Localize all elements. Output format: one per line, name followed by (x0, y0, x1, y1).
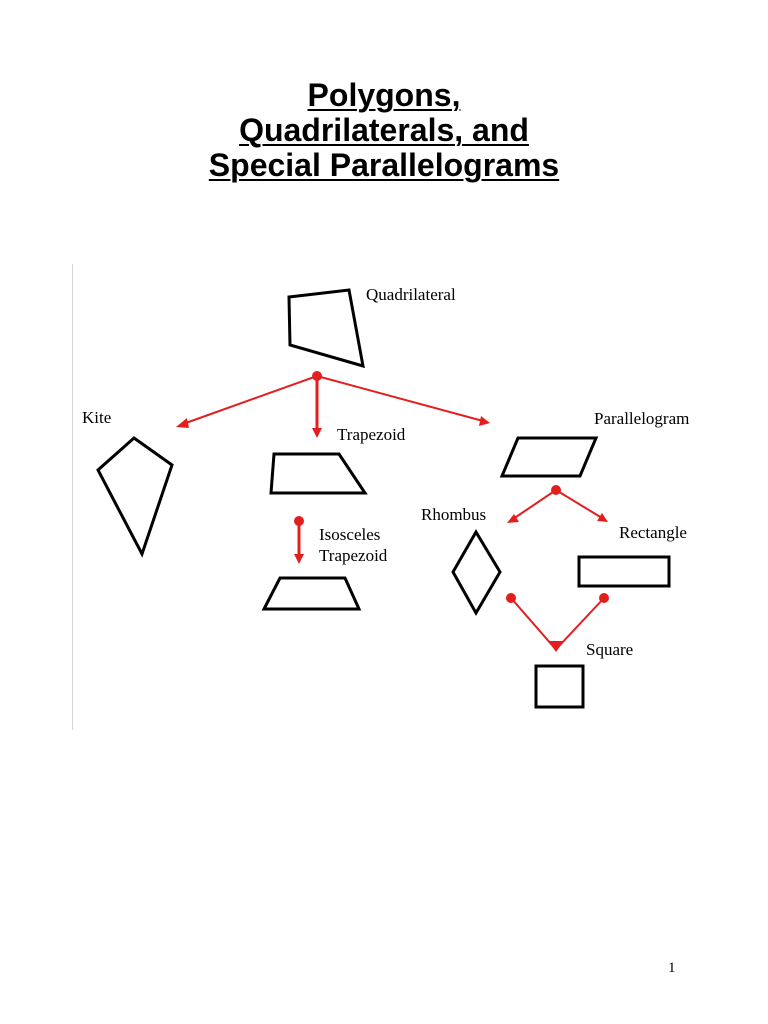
parallelogram-branch-arrows (507, 485, 608, 523)
square-shape (534, 664, 585, 709)
arrow-head-parallelogram (479, 416, 490, 426)
quadrilateral-branch-arrows (176, 371, 490, 438)
label-quadrilateral: Quadrilateral (366, 285, 456, 304)
left-divider-line (72, 264, 73, 730)
rectangle-shape (577, 555, 671, 588)
isosceles-trapezoid-shape (261, 576, 362, 611)
label-trapezoid: Trapezoid (337, 425, 406, 444)
square-merge-arrows (506, 593, 609, 652)
page-number: 1 (668, 960, 676, 976)
arrow-to-parallelogram (316, 375, 484, 422)
trapezoid-shape (269, 452, 368, 495)
arrow-head-kite (176, 418, 189, 428)
label-square: Square (586, 640, 633, 659)
rhombus-shape (451, 529, 502, 617)
trapezoid-to-isosceles-arrow (294, 516, 304, 564)
arrow-head-trapezoid (312, 428, 322, 438)
quadrilateral-shape (287, 288, 365, 369)
parallelogram-shape (499, 436, 599, 478)
label-parallelogram: Parallelogram (594, 409, 689, 428)
label-isosceles-line1: Isosceles (319, 525, 380, 544)
title-line-3: Special Parallelograms (208, 147, 560, 183)
label-rectangle: Rectangle (619, 523, 687, 542)
label-rhombus: Rhombus (421, 505, 486, 524)
arrow-to-kite (182, 375, 318, 425)
title-line-1: Polygons, (307, 77, 461, 113)
label-isosceles-line2: Trapezoid (319, 546, 388, 565)
label-kite: Kite (82, 408, 111, 427)
page-title: Polygons, Quadrilaterals, and Special Pa… (0, 78, 768, 183)
kite-shape (96, 436, 174, 558)
title-line-2: Quadrilaterals, and (239, 112, 529, 148)
